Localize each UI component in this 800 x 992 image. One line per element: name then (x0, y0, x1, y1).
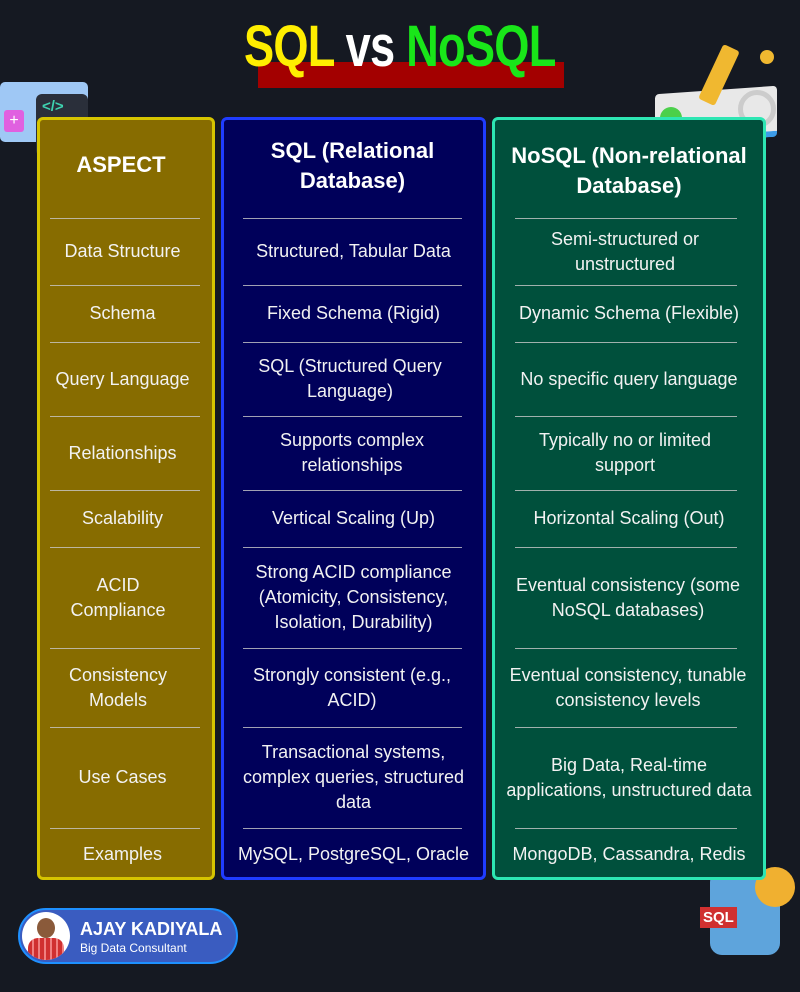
aspect-cell: Schema (89, 303, 156, 323)
row-divider (50, 547, 200, 548)
nosql-column (492, 117, 766, 880)
aspect-header: ASPECT (76, 152, 166, 177)
sql-cell: SQL (Structured Query Language) (258, 356, 442, 401)
sql-cell: MySQL, PostgreSQL, Oracle (237, 843, 470, 864)
aspect-cell: Scalability (81, 508, 164, 528)
row-divider (50, 490, 200, 491)
row-divider (50, 218, 200, 219)
nosql-header: NoSQL (Non-relational Database) (511, 143, 747, 198)
row-divider (515, 648, 737, 649)
author-role: Big Data Consultant (80, 941, 187, 955)
nosql-cell: Eventual consistency, tunable consistenc… (509, 664, 747, 710)
nosql-cell: Big Data, Real-time applications, unstru… (506, 754, 752, 800)
aspect-cell: ACID Compliance (70, 574, 166, 620)
nosql-cell: No specific query language (520, 368, 738, 389)
aspect-cell: Query Language (55, 368, 190, 389)
nosql-cell: Semi-structured or unstructured (550, 228, 700, 274)
nosql-cell: Horizontal Scaling (Out) (533, 508, 725, 528)
nosql-cell: Eventual consistency (some NoSQL databas… (515, 574, 741, 620)
aspect-cell: Use Cases (78, 767, 167, 787)
author-name: AJAY KADIYALA (80, 919, 223, 939)
row-divider (243, 547, 462, 548)
row-divider (243, 727, 462, 728)
row-divider (515, 218, 737, 219)
row-divider (50, 648, 200, 649)
row-divider (515, 285, 737, 286)
row-divider (50, 285, 200, 286)
row-divider (243, 648, 462, 649)
row-divider (515, 342, 737, 343)
title-highlight-bar (258, 62, 564, 88)
sql-cell: Transactional systems, complex queries, … (242, 742, 465, 812)
sql-cell: Supports complex relationships (279, 430, 425, 475)
row-divider (50, 416, 200, 417)
row-divider (243, 342, 462, 343)
aspect-cell: Examples (82, 843, 163, 864)
sql-cell: Strong ACID compliance (Atomicity, Consi… (255, 562, 452, 632)
title-nosql: NoSQL (406, 14, 556, 79)
nosql-cell: Typically no or limited support (538, 430, 712, 475)
row-divider (243, 416, 462, 417)
row-divider (515, 828, 737, 829)
aspect-cell: Consistency Models (68, 664, 168, 710)
sql-cell: Vertical Scaling (Up) (271, 508, 436, 528)
title-vs: vs (345, 14, 396, 79)
row-divider (515, 547, 737, 548)
aspect-column (37, 117, 215, 880)
sql-cell: Structured, Tabular Data (256, 241, 451, 261)
row-divider (50, 828, 200, 829)
nosql-cell: MongoDB, Cassandra, Redis (512, 843, 746, 864)
sql-cell: Fixed Schema (Rigid) (266, 303, 441, 323)
title-sql: SQL (244, 14, 335, 79)
row-divider (515, 727, 737, 728)
row-divider (243, 828, 462, 829)
page-title: SQL vs NoSQL (0, 18, 800, 76)
sql-cell: Strongly consistent (e.g., ACID) (252, 664, 452, 710)
row-divider (243, 285, 462, 286)
sql-column (221, 117, 486, 880)
aspect-cell: Relationships (68, 442, 177, 463)
row-divider (50, 342, 200, 343)
aspect-cell: Data Structure (64, 241, 181, 261)
row-divider (243, 218, 462, 219)
nosql-cell: Dynamic Schema (Flexible) (518, 303, 740, 323)
row-divider (515, 416, 737, 417)
sql-header: SQL (Relational Database) (270, 138, 435, 193)
row-divider (243, 490, 462, 491)
avatar (22, 912, 70, 960)
author-badge: AJAY KADIYALA Big Data Consultant (18, 908, 238, 964)
row-divider (50, 727, 200, 728)
row-divider (515, 490, 737, 491)
